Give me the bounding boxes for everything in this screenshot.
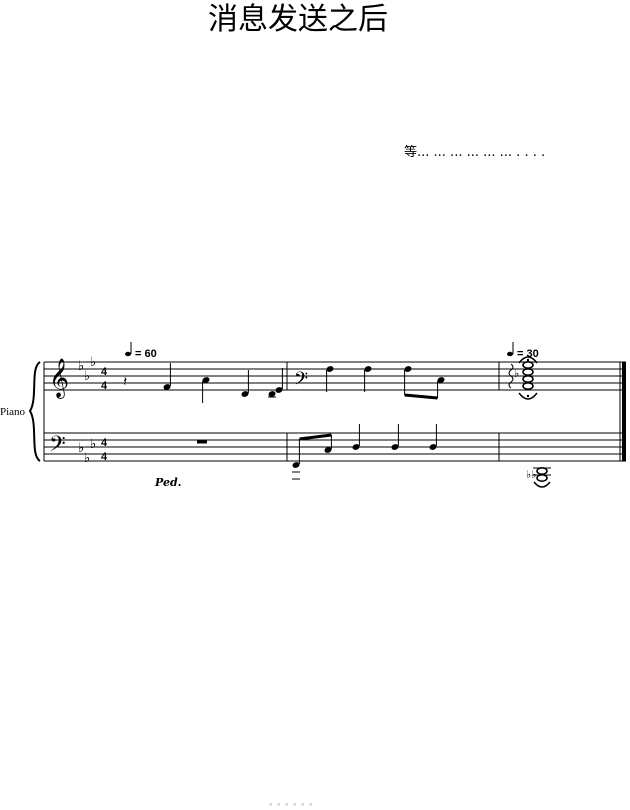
whole-rest-icon bbox=[197, 440, 207, 444]
bass-staff bbox=[44, 432, 626, 462]
fermata-icon bbox=[533, 481, 551, 488]
note bbox=[391, 424, 399, 450]
bass-key-signature: ♭ ♭ ♭ bbox=[78, 437, 96, 466]
svg-text:♭♭: ♭♭ bbox=[526, 468, 536, 481]
fermata-icon bbox=[518, 356, 538, 364]
svg-text:= 30: = 30 bbox=[517, 348, 539, 360]
fermata-below-icon bbox=[518, 392, 538, 400]
arpeggio-icon bbox=[508, 363, 514, 389]
bass-whole-octave: ♭♭ bbox=[526, 466, 551, 482]
treble-key-signature: ♭ ♭ ♭ bbox=[78, 355, 96, 384]
treble-time-numerator: 4 bbox=[101, 366, 108, 378]
pedal-mark: Ped. bbox=[154, 476, 182, 489]
note bbox=[326, 366, 334, 392]
svg-text:♭: ♭ bbox=[78, 441, 84, 456]
instrument-label: Piano bbox=[0, 406, 26, 418]
bass-clef-change-icon: 𝄢 bbox=[294, 369, 308, 394]
note bbox=[364, 366, 372, 392]
score-title: 消息发送之后 bbox=[208, 2, 388, 37]
beamed-eighths bbox=[404, 366, 445, 400]
score-subtitle: 等... ... ... ... ... ... . . . . bbox=[404, 145, 546, 160]
bass-time-numerator: 4 bbox=[101, 437, 108, 449]
svg-text:♭: ♭ bbox=[84, 369, 90, 384]
beamed-eighths bbox=[292, 433, 332, 480]
treble-clef-icon: 𝄞 bbox=[49, 358, 69, 399]
tempo-mark-2: = 30 bbox=[507, 342, 539, 360]
treble-staff bbox=[44, 361, 626, 391]
svg-text:= 60: = 60 bbox=[135, 348, 157, 360]
bass-clef-icon: 𝄢 bbox=[49, 432, 66, 462]
note bbox=[429, 424, 437, 450]
note bbox=[163, 363, 171, 390]
whole-chord bbox=[522, 360, 534, 390]
note bbox=[352, 424, 360, 450]
chord bbox=[268, 368, 283, 398]
flat-accidental-icon: ♭ bbox=[514, 367, 519, 380]
final-barline-thick bbox=[622, 362, 626, 461]
note bbox=[202, 377, 210, 403]
quarter-rest-icon: 𝄽 bbox=[123, 374, 127, 390]
tempo-mark-1: = 60 bbox=[125, 342, 157, 360]
page-footer: 。。。。。。 bbox=[269, 800, 321, 807]
svg-text:♭: ♭ bbox=[78, 359, 84, 374]
treble-time-denominator: 4 bbox=[101, 380, 108, 392]
brace bbox=[28, 361, 41, 462]
note bbox=[241, 370, 249, 397]
svg-text:♭: ♭ bbox=[90, 355, 96, 370]
bass-time-denominator: 4 bbox=[101, 451, 108, 463]
svg-text:♭: ♭ bbox=[90, 437, 96, 452]
svg-text:♭: ♭ bbox=[84, 451, 90, 466]
